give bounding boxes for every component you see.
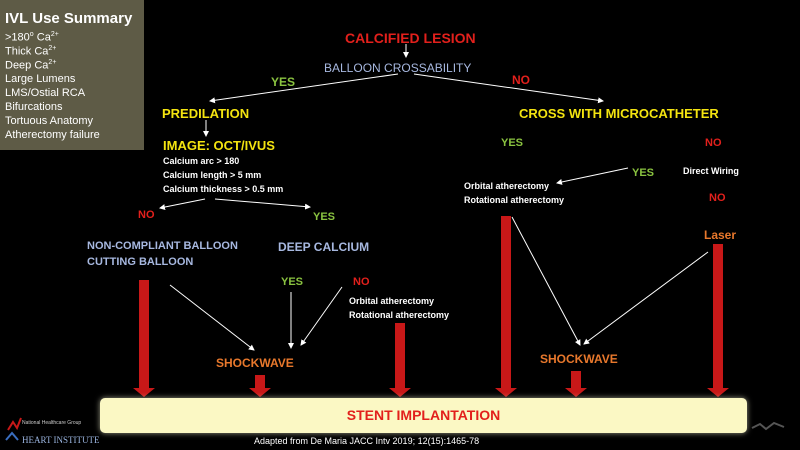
label-no-deep: NO <box>353 276 370 288</box>
node-deep-calcium: DEEP CALCIUM <box>278 240 370 254</box>
arrow-to-yes-left <box>214 198 311 210</box>
arrow-to-microcatheter <box>413 73 604 104</box>
stent-implantation-label: STENT IMPLANTATION <box>346 407 501 423</box>
label-yes-left: YES <box>313 211 336 223</box>
node-shockwave-right: SHOCKWAVE <box>540 352 618 366</box>
node-noncompliant-balloon: NON-COMPLIANT BALLOON <box>87 240 238 252</box>
stent-implantation-bar: STENT IMPLANTATION <box>100 398 747 433</box>
arrow-no-deep-to-shockwave <box>300 286 343 346</box>
summary-item: Deep Ca2+ <box>5 59 57 72</box>
node-laser: Laser <box>704 228 737 242</box>
red-arrow-shockwave-right <box>565 371 587 397</box>
summary-item: Large Lumens <box>5 73 76 85</box>
label-no-wiring: NO <box>709 192 726 204</box>
node-calcified-lesion: CALCIFIED LESION <box>345 30 476 46</box>
node-imaging: IMAGE: OCT/IVUS <box>163 138 275 153</box>
criteria-item: Calcium thickness > 0.5 mm <box>163 184 284 194</box>
logo-org-name: National Healthcare Group <box>22 420 82 426</box>
summary-item: LMS/Ostial RCA <box>5 87 86 99</box>
citation-footer: Adapted from De Maria JACC Intv 2019; 12… <box>254 436 480 446</box>
label-no-main: NO <box>512 73 530 87</box>
red-arrow-atherectomy-right <box>495 216 517 397</box>
ivl-summary-box: IVL Use Summary >180o Ca2+ Thick Ca2+ De… <box>0 0 144 150</box>
summary-item: Tortuous Anatomy <box>5 115 94 127</box>
node-orbital-atherectomy-right: Orbital atherectomy <box>464 181 550 191</box>
label-no-micro: NO <box>705 137 722 149</box>
node-predilation: PREDILATION <box>162 106 250 121</box>
node-rotational-atherectomy-right: Rotational atherectomy <box>464 195 565 205</box>
criteria-item: Calcium arc > 180 <box>163 156 240 166</box>
red-arrow-ncb <box>133 280 155 397</box>
node-shockwave-left: SHOCKWAVE <box>216 356 294 370</box>
node-cutting-balloon: CUTTING BALLOON <box>87 256 194 268</box>
arrow-ncb-to-shockwave <box>169 284 255 351</box>
arrow-to-predilation <box>209 73 399 104</box>
summary-item: Atherectomy failure <box>5 129 100 141</box>
arrow-yes-micro-to-atherectomy <box>556 167 629 185</box>
label-yes-micro-second: YES <box>632 167 655 179</box>
red-arrow-laser <box>707 244 729 397</box>
red-arrow-atherectomy-left <box>389 323 411 397</box>
label-yes-deep: YES <box>281 276 304 288</box>
summary-title: IVL Use Summary <box>5 10 133 27</box>
criteria-item: Calcium length > 5 mm <box>163 170 262 180</box>
arrow-laser-to-shockwave <box>583 251 709 345</box>
node-direct-wiring: Direct Wiring <box>683 166 739 176</box>
label-yes-micro: YES <box>501 137 524 149</box>
label-yes-main: YES <box>271 75 296 89</box>
label-no-left: NO <box>138 209 155 221</box>
heart-institute-logo-mark <box>5 417 22 441</box>
node-cross-microcatheter: CROSS WITH MICROCATHETER <box>519 106 719 121</box>
summary-item: Thick Ca2+ <box>5 45 57 58</box>
node-rotational-atherectomy-left: Rotational atherectomy <box>349 310 450 320</box>
red-arrow-shockwave-left <box>249 375 271 397</box>
summary-item: Bifurcations <box>5 101 63 113</box>
summary-item: >180o Ca2+ <box>5 31 59 44</box>
logo-heart-institute: HEART INSTITUTE <box>22 435 100 445</box>
arrow-to-no-left <box>159 198 206 210</box>
arrow-atherectomy-to-shockwave <box>511 216 581 346</box>
node-balloon-crossability: BALLOON CROSSABILITY <box>324 61 472 75</box>
watermark-mark <box>751 421 785 431</box>
node-orbital-atherectomy-left: Orbital atherectomy <box>349 296 435 306</box>
